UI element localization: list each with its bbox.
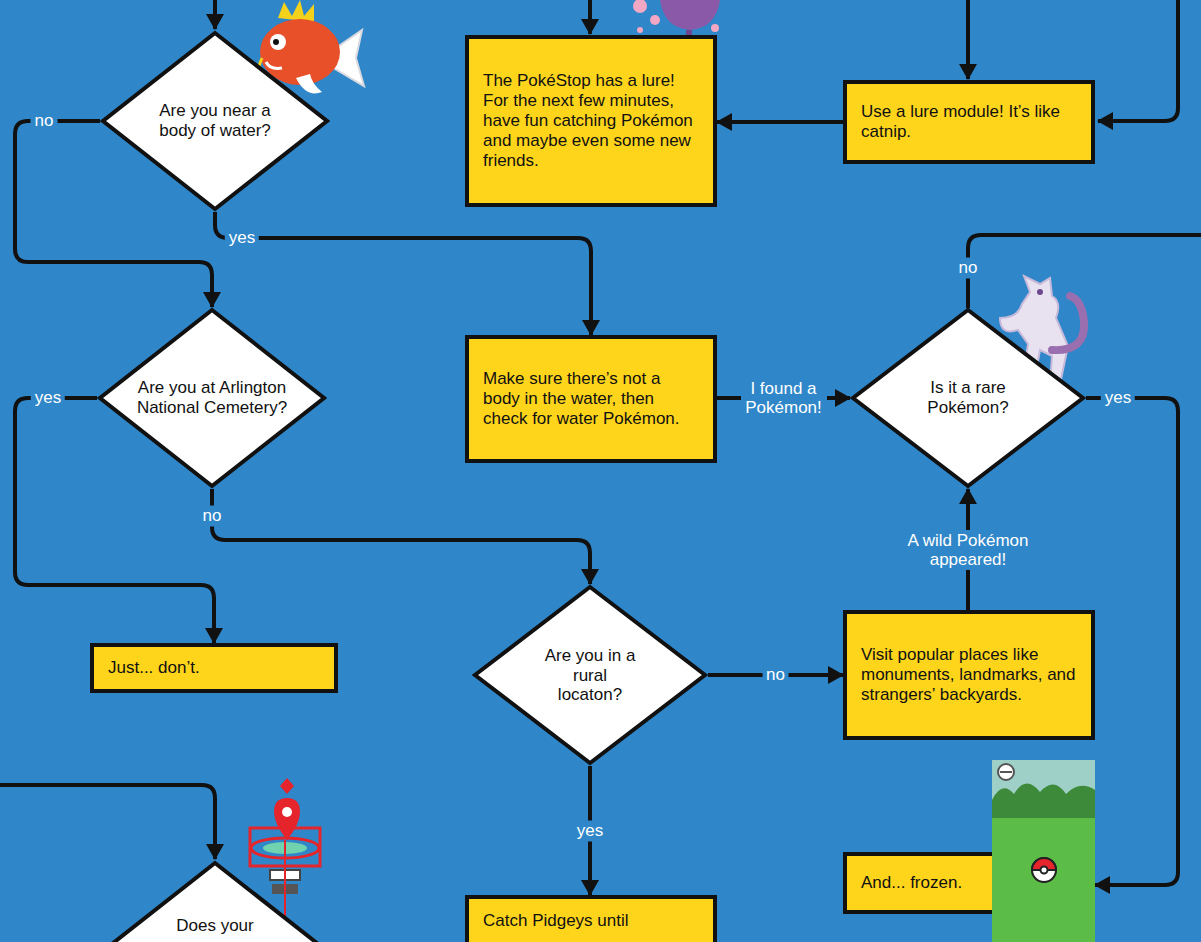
- node-text: Are you near a body of water?: [150, 101, 280, 140]
- edge-label: yes: [225, 227, 259, 248]
- node-text: Visit popular places like monuments, lan…: [861, 645, 1077, 705]
- decision-diamond: Are you near a body of water?: [100, 30, 330, 212]
- edge-label: no: [31, 110, 58, 131]
- edge-label: no: [762, 664, 789, 685]
- node-text: Does your: [160, 916, 270, 936]
- process-box: Catch Pidgeys until: [465, 895, 717, 942]
- text-block: Is it a rare Pokémon?: [913, 378, 1023, 417]
- text-block: The PokéStop has a lure! For the next fe…: [483, 71, 699, 171]
- process-box: Make sure there’s not a body in the wate…: [465, 335, 717, 463]
- process-box: Just... don’t.: [90, 643, 338, 693]
- process-box: And... frozen.: [843, 852, 1095, 914]
- text-block: Use a lure module! It’s like catnip.: [861, 102, 1077, 142]
- text-block: And... frozen.: [861, 873, 1077, 893]
- node-text: Use a lure module! It’s like catnip.: [861, 102, 1077, 142]
- edge-label: yes: [573, 820, 607, 841]
- connector-arrow: [717, 120, 843, 124]
- text-block: Visit popular places like monuments, lan…: [861, 645, 1077, 705]
- edge-label: no: [955, 257, 982, 278]
- edge-label: yes: [1101, 387, 1135, 408]
- text-block: Make sure there’s not a body in the wate…: [483, 369, 699, 429]
- text-block: Does your: [160, 916, 270, 936]
- offscreen-lines: [0, 0, 1201, 859]
- process-box: Use a lure module! It’s like catnip.: [843, 80, 1095, 164]
- edge-label: yes: [31, 387, 65, 408]
- node-text: Make sure there’s not a body in the wate…: [483, 369, 699, 429]
- edge-label: I found a Pokémon!: [741, 378, 827, 418]
- node-text: Catch Pidgeys until: [483, 911, 699, 931]
- edge-label: A wild Pokémon appeared!: [889, 529, 1047, 569]
- decision-diamond: Are you at Arlington National Cemetery?: [97, 307, 327, 489]
- node-text: And... frozen.: [861, 873, 1077, 893]
- node-text: Are you in a rural locaton?: [540, 646, 640, 705]
- text-block: Just... don’t.: [108, 658, 320, 678]
- text-block: Are you at Arlington National Cemetery?: [132, 378, 292, 417]
- game-screenshot: [992, 760, 1095, 942]
- decision-diamond: Are you in a rural locaton?: [472, 584, 708, 766]
- connector-arrow: [215, 212, 591, 335]
- connector-arrow: [212, 489, 590, 584]
- process-box: Visit popular places like monuments, lan…: [843, 610, 1095, 740]
- decision-diamond: Is it a rare Pokémon?: [850, 307, 1086, 489]
- text-block: Are you near a body of water?: [150, 101, 280, 140]
- decision-diamond: Does your: [100, 860, 330, 942]
- node-text: Just... don’t.: [108, 658, 320, 678]
- text-block: Catch Pidgeys until: [483, 911, 699, 931]
- node-text: The PokéStop has a lure! For the next fe…: [483, 71, 699, 171]
- edge-label: no: [199, 505, 226, 526]
- text-block: Are you in a rural locaton?: [540, 646, 640, 705]
- node-text: Are you at Arlington National Cemetery?: [132, 378, 292, 417]
- node-text: Is it a rare Pokémon?: [913, 378, 1023, 417]
- process-box: The PokéStop has a lure! For the next fe…: [465, 35, 717, 207]
- connector-arrow: [1086, 398, 1178, 885]
